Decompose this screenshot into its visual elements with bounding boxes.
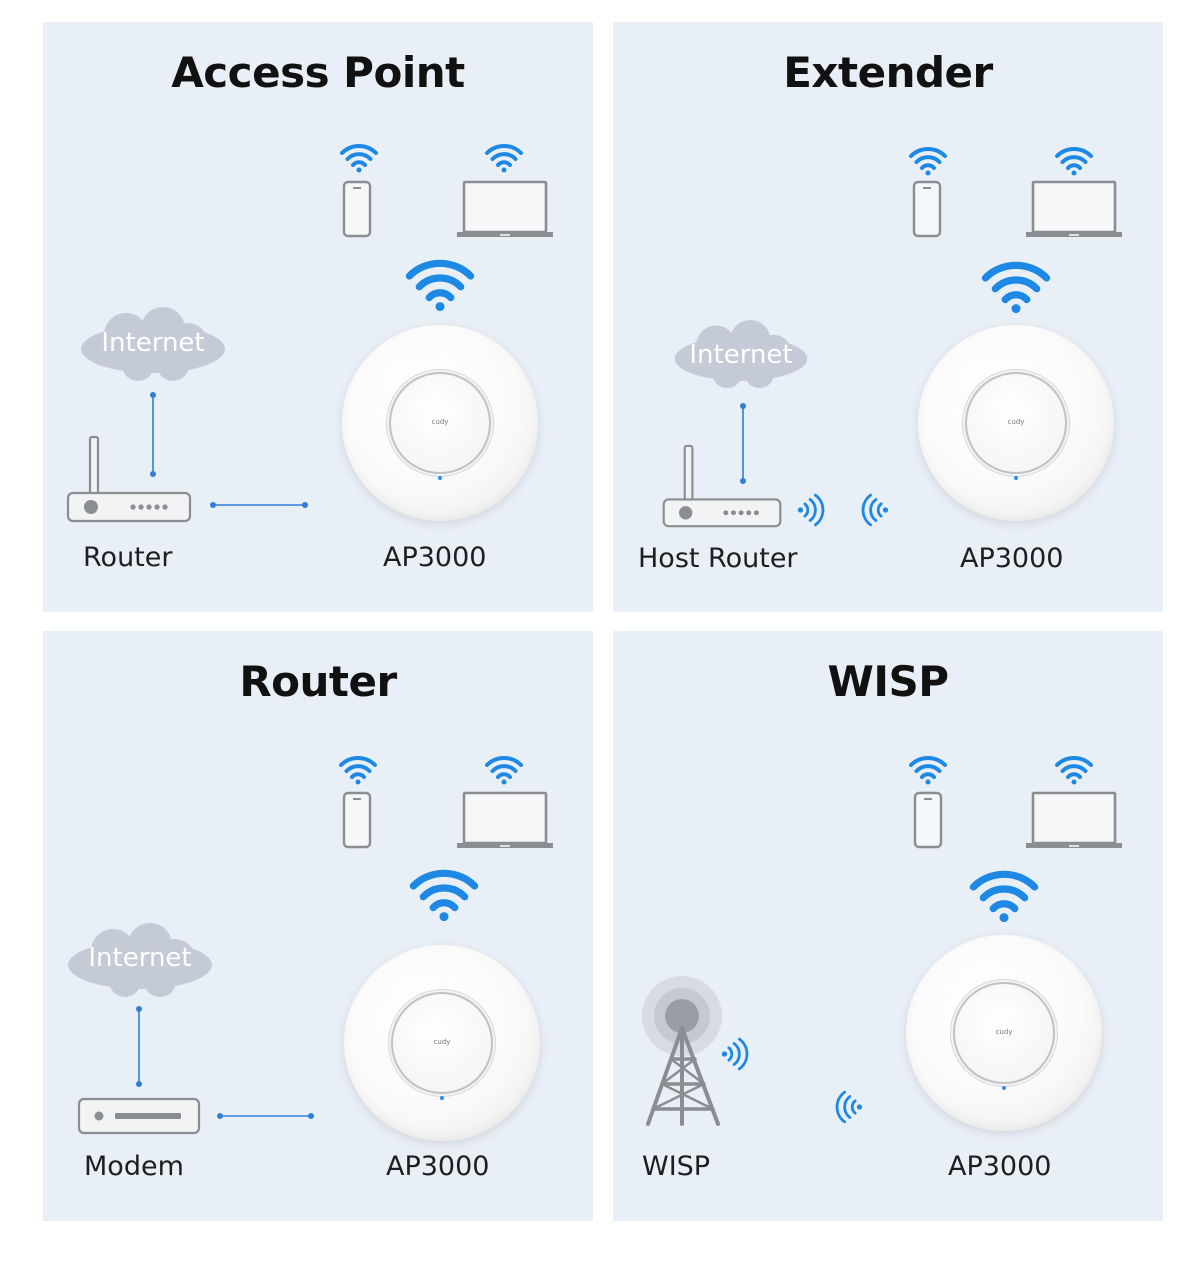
wifi-icon <box>908 755 948 785</box>
status-led <box>438 476 442 480</box>
tower-icon <box>638 971 728 1131</box>
signal-waves-icon <box>861 490 889 530</box>
router-icon <box>661 444 783 530</box>
wifi-icon <box>1054 755 1094 785</box>
brand-logo: cudy <box>433 1038 451 1046</box>
panel-title: Router <box>239 657 397 706</box>
wifi-icon <box>968 869 1040 923</box>
cloud-label: Internet <box>689 340 793 370</box>
panel-access-point: Access Point Internet Router cudy AP3000 <box>43 22 593 612</box>
phone-icon <box>913 791 943 849</box>
device-label: AP3000 <box>948 1151 1052 1182</box>
router-label: Router <box>83 542 173 573</box>
panel-title: Access Point <box>171 48 465 97</box>
modem-icon <box>77 1097 201 1135</box>
access-point-device: cudy <box>344 945 540 1141</box>
connection-lines <box>136 1006 314 1119</box>
brand-logo: cudy <box>1007 418 1025 426</box>
signal-waves-icon <box>797 490 825 530</box>
device-label: AP3000 <box>383 542 487 573</box>
connection-lines <box>740 403 746 484</box>
host-router-label: Host Router <box>638 543 798 574</box>
wisp-label: WISP <box>642 1151 711 1182</box>
status-led <box>1014 476 1018 480</box>
signal-waves-icon <box>721 1034 749 1074</box>
router-icon <box>66 435 192 525</box>
device-label: AP3000 <box>960 543 1064 574</box>
panel-title: WISP <box>827 657 950 706</box>
modem-label: Modem <box>84 1151 184 1182</box>
status-led <box>1002 1086 1006 1090</box>
panel-extender: Extender Internet Host Router cudy AP300… <box>613 22 1163 612</box>
brand-logo: cudy <box>995 1028 1013 1036</box>
status-led <box>440 1096 444 1100</box>
panel-wisp: WISP WISP cudy AP3000 <box>613 631 1163 1221</box>
panel-router: Router Internet Modem cudy AP3000 <box>43 631 593 1221</box>
laptop-icon <box>1025 791 1123 851</box>
brand-logo: cudy <box>431 418 449 426</box>
access-point-device: cudy <box>906 935 1102 1131</box>
cloud-label: Internet <box>101 328 205 358</box>
panel-title: Extender <box>783 48 993 97</box>
device-label: AP3000 <box>386 1151 490 1182</box>
signal-waves-icon <box>835 1087 863 1127</box>
connection-lines <box>150 392 308 508</box>
cloud-label: Internet <box>88 943 192 973</box>
access-point-device: cudy <box>918 325 1114 521</box>
access-point-device: cudy <box>342 325 538 521</box>
